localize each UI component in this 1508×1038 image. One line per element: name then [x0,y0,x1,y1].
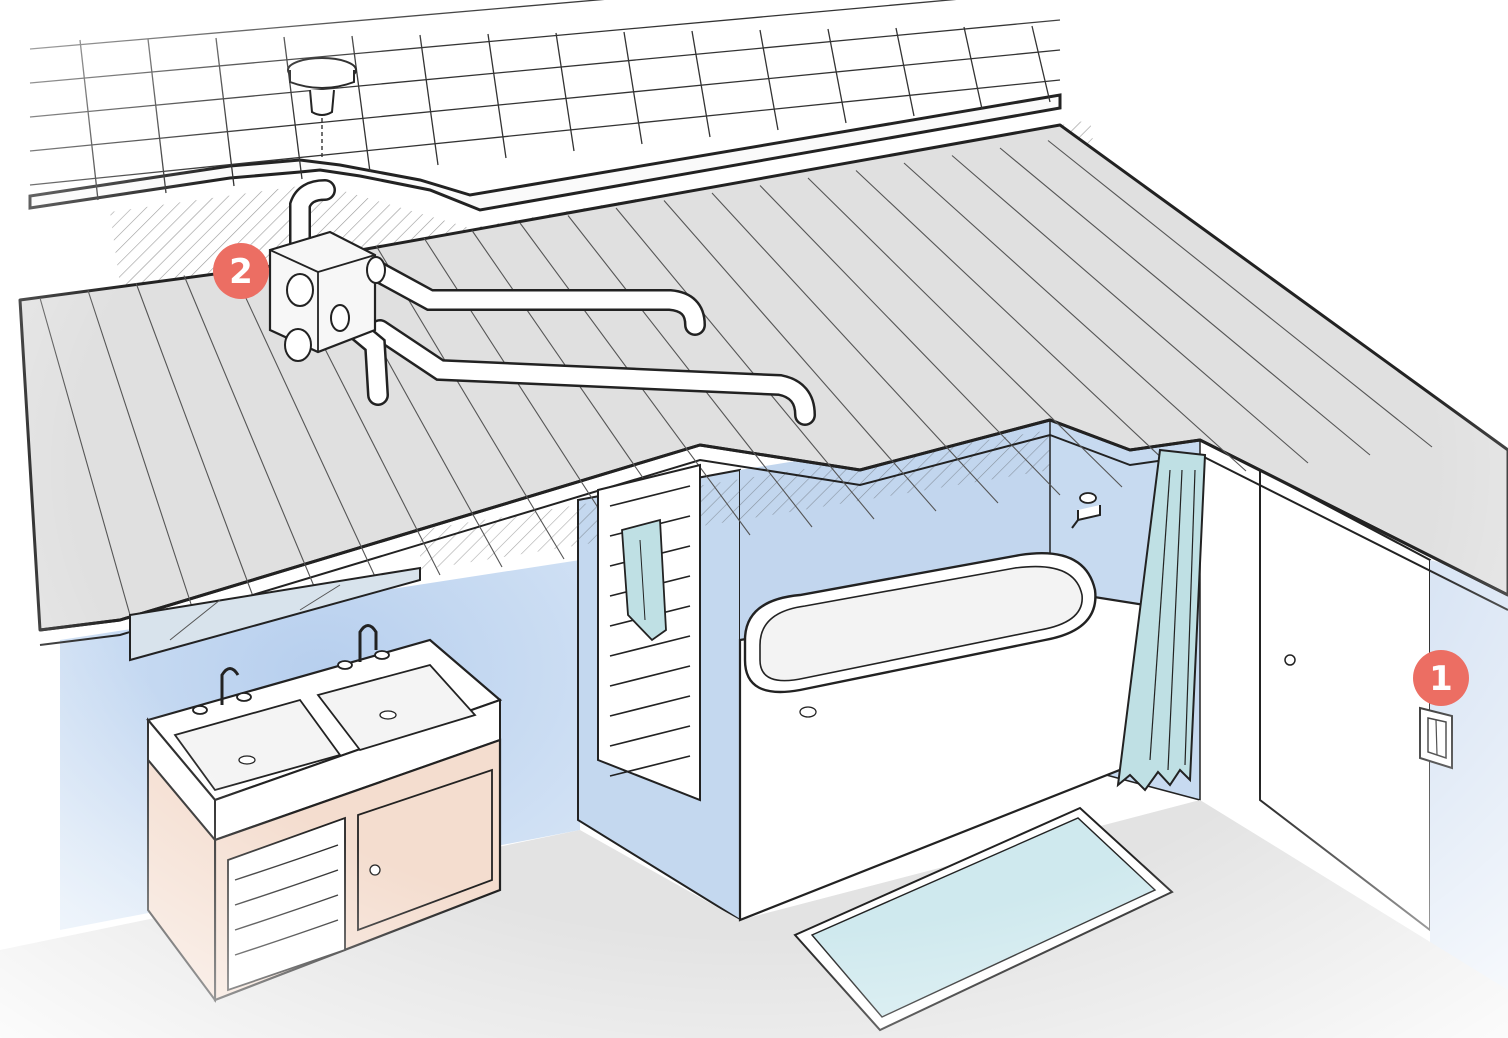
roof-tile-line [964,27,982,109]
roof-tile-line [556,33,574,151]
roof-tile-line [148,39,166,193]
roof-tile-line [1032,26,1050,102]
roof-tile-line [80,40,98,200]
callout-label-1: 1 [1429,659,1453,699]
roof-tile-course [30,0,1060,49]
roof-tile-line [760,30,778,130]
roof-tile-line [624,32,642,144]
wall-switch-icon [1420,708,1452,768]
callout-badge-2: 2 [213,243,269,299]
roof-tile-line [896,28,914,116]
roof-tile-line [488,34,506,158]
roof-tile-course [30,0,1060,83]
roof-tile-line [828,29,846,123]
callout-label-2: 2 [229,252,253,292]
roof-tile-line [216,38,234,186]
callout-badge-1: 1 [1413,650,1469,706]
towel-radiator [598,465,700,800]
